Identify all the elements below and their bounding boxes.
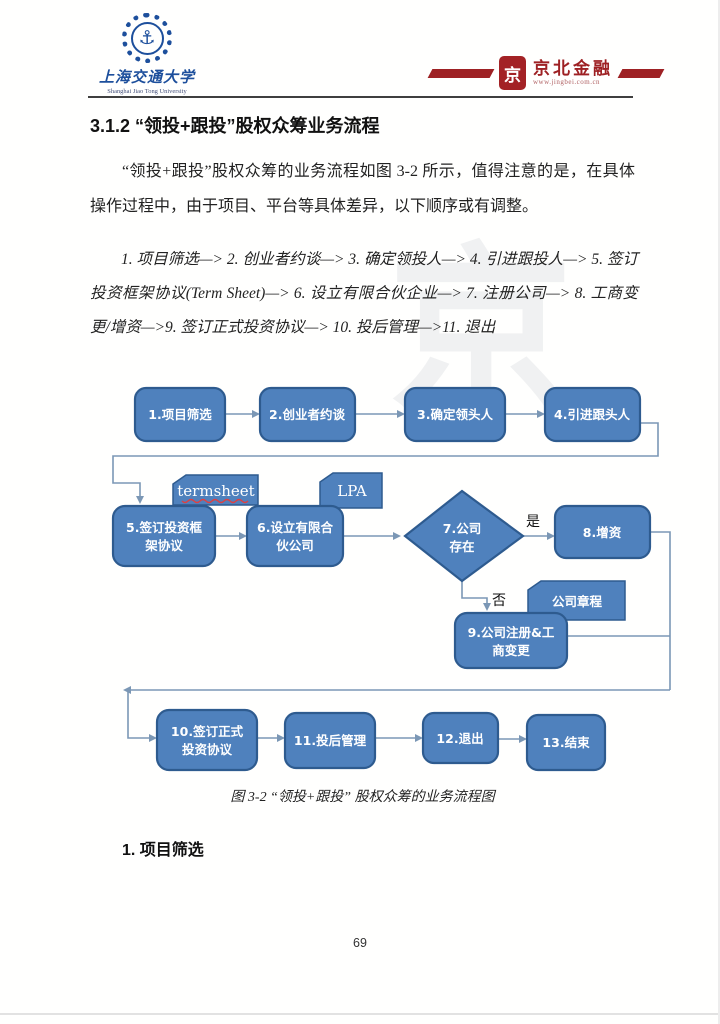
card-articles-label: 公司章程: [552, 594, 603, 609]
sjtu-emblem-icon: ⚓: [122, 13, 172, 63]
header-rule: [88, 96, 633, 98]
card-lpa-label: LPA: [337, 482, 367, 500]
flow-connectors: [112, 413, 671, 740]
svg-text:商变更: 商变更: [492, 643, 530, 658]
svg-text:13.结束: 13.结束: [542, 735, 590, 750]
svg-text:11.投后管理: 11.投后管理: [294, 733, 367, 748]
flow-node-2-founder-interview: 2.创业者约谈: [258, 386, 357, 443]
card-articles: 公司章程: [527, 580, 626, 621]
svg-text:6.设立有限合: 6.设立有限合: [257, 520, 333, 535]
flow-node-1-project-screening: 1.项目筛选: [133, 386, 227, 443]
svg-text:3.确定领头人: 3.确定领头人: [417, 407, 493, 422]
scan-edge-bottom: [0, 1013, 720, 1015]
intro-paragraph: “领投+跟投”股权众筹的业务流程如图 3-2 所示，值得注意的是，在具体操作过程…: [90, 163, 635, 215]
svg-text:1.项目筛选: 1.项目筛选: [148, 407, 212, 422]
svg-text:存在: 存在: [448, 539, 474, 554]
svg-text:架协议: 架协议: [144, 538, 183, 553]
flow-node-8-capital-increase: 8.增资: [553, 504, 652, 560]
scan-edge-right: [718, 0, 720, 1024]
process-list: 1. 项目筛选—> 2. 创业者约谈—> 3. 确定领投人—> 4. 引进跟投人…: [90, 251, 638, 336]
flow-node-4-introduce-follow-investors: 4.引进跟头人: [543, 386, 642, 443]
flow-node-5-sign-term-sheet: 5.签订投资框 架协议: [111, 504, 217, 568]
svg-text:2.创业者约谈: 2.创业者约谈: [269, 407, 345, 422]
flow-node-12-exit: 12.退出: [421, 711, 500, 765]
brand-bar-left: [427, 68, 495, 78]
sjtu-logo: ⚓ 上海交通大学 Shanghai Jiao Tong University: [92, 13, 202, 95]
flow-node-10-sign-formal-agreement: 10.签订正式 投资协议: [155, 708, 259, 772]
flow-nodes: 1.项目筛选 2.创业者约谈 3.确定领头人 4.引进跟头人 5.签订投资框 架…: [111, 386, 652, 772]
svg-text:12.退出: 12.退出: [436, 731, 483, 746]
branch-label-yes: 是: [526, 514, 540, 530]
svg-text:7.公司: 7.公司: [443, 521, 481, 536]
card-termsheet: termsheet: [172, 474, 259, 506]
flow-node-3-confirm-lead-investor: 3.确定领头人: [403, 386, 507, 443]
flowchart: LPA 公司章程 1.项目筛选 2.创业者约谈 3.确定领头人: [111, 386, 671, 772]
svg-text:投资协议: 投资协议: [182, 742, 233, 757]
jingbei-seal-icon: 京: [499, 56, 526, 90]
flow-node-11-post-investment: 11.投后管理: [283, 711, 377, 770]
svg-text:伙公司: 伙公司: [276, 538, 314, 553]
flow-node-7-company-exists-decision: 7.公司 存在: [403, 489, 525, 583]
brand-text: 京北金融 www.jingbei.com.cn: [533, 60, 613, 86]
spellcheck-squiggle: [181, 498, 249, 504]
flow-node-13-end: 13.结束: [525, 713, 607, 772]
card-lpa: LPA: [319, 472, 383, 509]
flow-node-9-company-registration: 9.公司注册&工 商变更: [453, 611, 569, 670]
sjtu-name-zh: 上海交通大学: [98, 70, 195, 86]
flow-arrowheads: [123, 410, 555, 743]
page-number: 69: [353, 936, 367, 950]
card-termsheet-label: termsheet: [177, 482, 254, 500]
anchor-icon: ⚓: [130, 21, 164, 55]
svg-text:10.签订正式: 10.签订正式: [171, 724, 244, 739]
jingbei-logo: 京 京北金融 www.jingbei.com.cn: [427, 56, 665, 90]
brand-bar-right: [617, 68, 665, 78]
svg-text:4.引进跟头人: 4.引进跟头人: [554, 407, 630, 422]
svg-text:8.增资: 8.增资: [583, 525, 622, 540]
subsection-heading: 1. 项目筛选: [122, 842, 204, 859]
flow-node-6-setup-limited-partnership: 6.设立有限合 伙公司: [245, 504, 345, 568]
branch-label-no: 否: [492, 593, 506, 609]
section-heading: 3.1.2 “领投+跟投”股权众筹业务流程: [90, 116, 380, 136]
brand-url: www.jingbei.com.cn: [533, 77, 601, 86]
svg-text:9.公司注册&工: 9.公司注册&工: [468, 625, 555, 640]
figure-caption: 图 3-2 “领投+跟投” 股权众筹的业务流程图: [230, 790, 495, 805]
sjtu-name-en: Shanghai Jiao Tong University: [107, 87, 187, 95]
brand-name: 京北金融: [533, 58, 613, 79]
svg-text:5.签订投资框: 5.签订投资框: [126, 520, 202, 535]
